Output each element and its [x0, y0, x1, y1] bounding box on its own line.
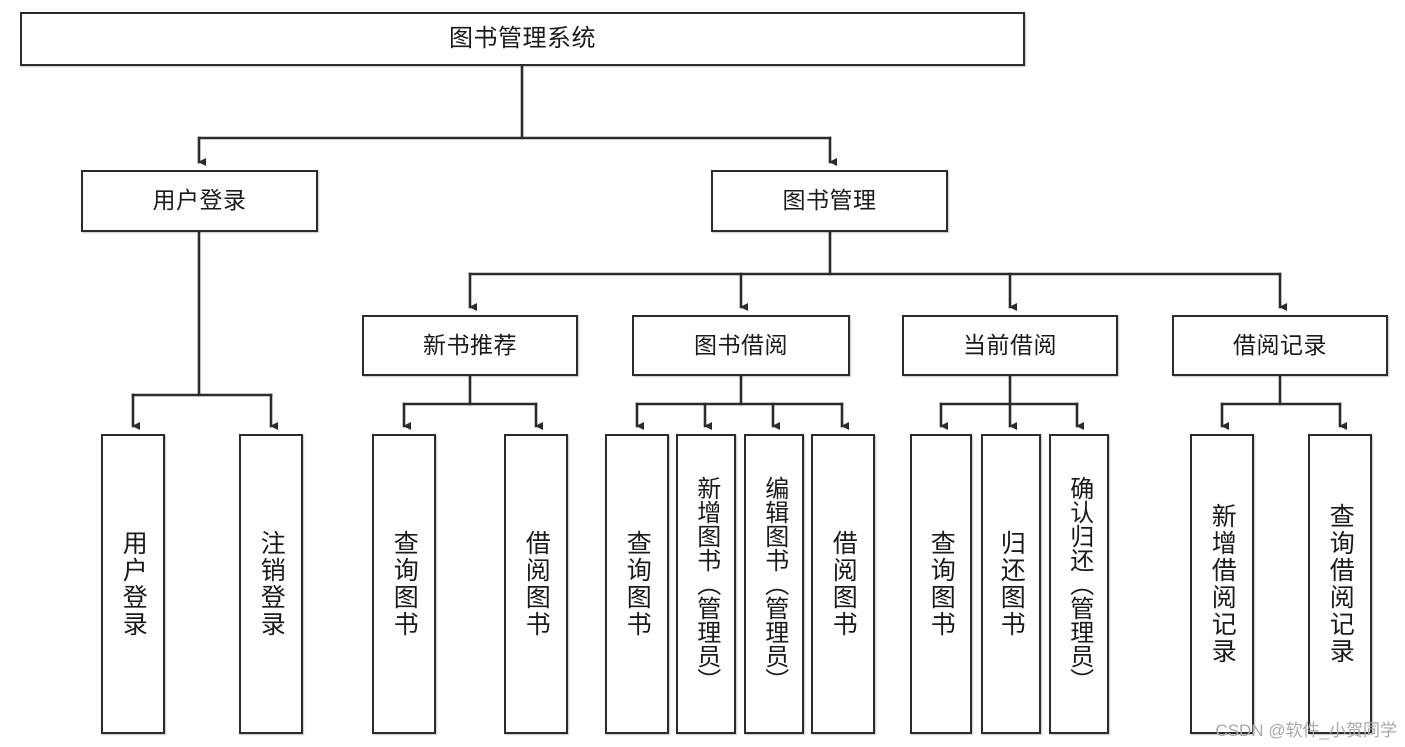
node-leaf-add-book-label: 新增图书（管理员）: [692, 476, 720, 692]
node-book-borrow-label: 图书借阅: [694, 331, 788, 358]
node-leaf-query-book-1-label: 查询图书: [390, 530, 419, 638]
node-book-manage-label: 图书管理: [782, 187, 877, 214]
node-book-borrow[interactable]: 图书借阅: [632, 315, 850, 376]
node-leaf-confirm-return[interactable]: 确认归还（管理员）: [1049, 434, 1109, 734]
node-leaf-borrow-book-2-label: 借阅图书: [829, 530, 858, 638]
node-leaf-user-login[interactable]: 用户登录: [101, 434, 165, 734]
node-leaf-add-record[interactable]: 新增借阅记录: [1190, 434, 1254, 734]
node-user-login[interactable]: 用户登录: [81, 170, 318, 232]
node-leaf-return-book-label: 归还图书: [997, 530, 1026, 638]
csdn-watermark: CSDN @软件_小贺同学: [1215, 721, 1397, 740]
node-new-book-recommend-label: 新书推荐: [423, 331, 517, 358]
node-leaf-edit-book-label: 编辑图书（管理员）: [760, 476, 788, 692]
node-leaf-query-record[interactable]: 查询借阅记录: [1308, 434, 1372, 734]
node-leaf-logout-label: 注销登录: [257, 530, 286, 638]
node-borrow-record[interactable]: 借阅记录: [1172, 315, 1388, 376]
node-leaf-add-book[interactable]: 新增图书（管理员）: [676, 434, 736, 734]
node-leaf-add-record-label: 新增借阅记录: [1208, 503, 1237, 665]
node-leaf-user-login-label: 用户登录: [119, 530, 148, 638]
node-leaf-query-book-3[interactable]: 查询图书: [910, 434, 972, 734]
node-leaf-return-book[interactable]: 归还图书: [981, 434, 1041, 734]
node-leaf-borrow-book-1[interactable]: 借阅图书: [504, 434, 568, 734]
node-book-manage[interactable]: 图书管理: [711, 170, 948, 232]
node-root[interactable]: 图书管理系统: [20, 12, 1025, 66]
node-leaf-logout[interactable]: 注销登录: [239, 434, 303, 734]
node-leaf-query-record-label: 查询借阅记录: [1326, 503, 1355, 665]
node-new-book-recommend[interactable]: 新书推荐: [362, 315, 578, 376]
node-leaf-borrow-book-1-label: 借阅图书: [522, 530, 551, 638]
node-user-login-label: 用户登录: [152, 187, 247, 214]
node-leaf-query-book-2-label: 查询图书: [623, 530, 652, 638]
node-borrow-record-label: 借阅记录: [1233, 331, 1327, 358]
node-leaf-edit-book[interactable]: 编辑图书（管理员）: [744, 434, 804, 734]
node-leaf-query-book-1[interactable]: 查询图书: [372, 434, 436, 734]
node-leaf-borrow-book-2[interactable]: 借阅图书: [811, 434, 875, 734]
node-current-borrow[interactable]: 当前借阅: [902, 315, 1118, 376]
node-leaf-query-book-3-label: 查询图书: [927, 530, 956, 638]
node-leaf-query-book-2[interactable]: 查询图书: [605, 434, 669, 734]
node-current-borrow-label: 当前借阅: [963, 331, 1057, 358]
node-leaf-confirm-return-label: 确认归还（管理员）: [1065, 476, 1093, 692]
node-root-label: 图书管理系统: [449, 24, 596, 52]
